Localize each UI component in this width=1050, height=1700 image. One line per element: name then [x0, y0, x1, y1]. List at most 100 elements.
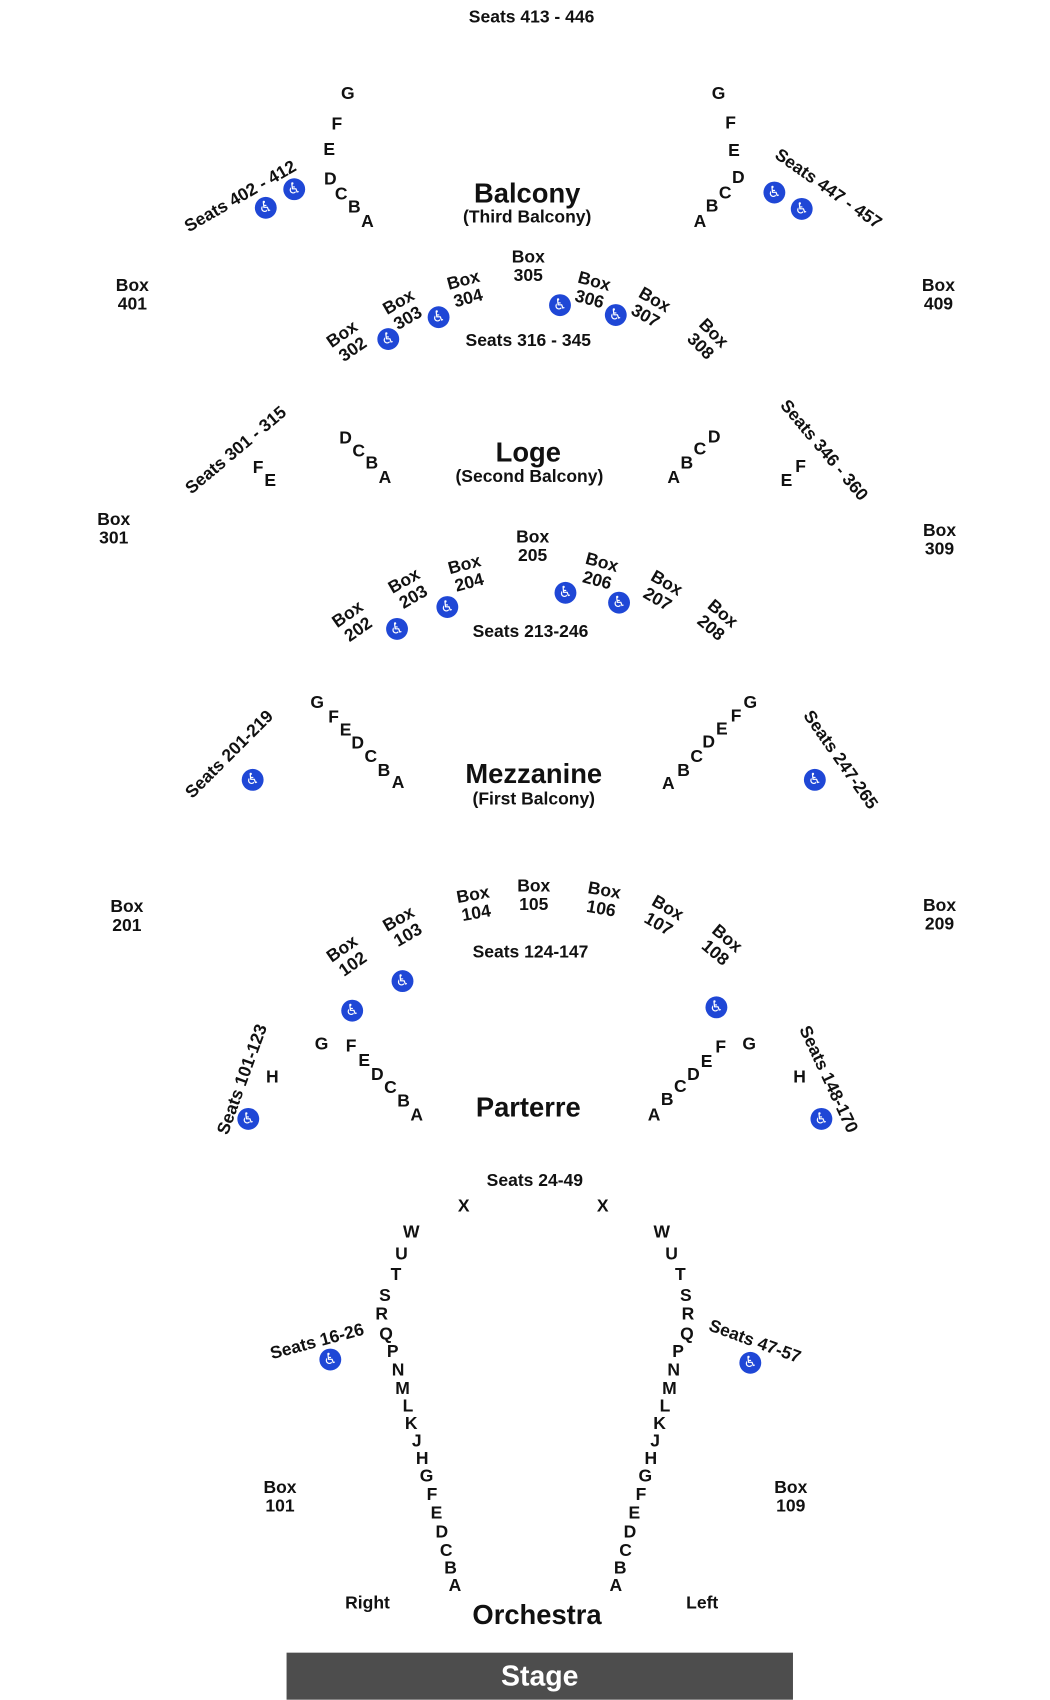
row-letter: R	[681, 1305, 695, 1324]
box-label[interactable]: Box 204	[446, 551, 486, 596]
row-letter: H	[644, 1449, 658, 1469]
row-letter: D	[687, 1065, 700, 1085]
box-label[interactable]: Box 302	[323, 317, 371, 366]
row-letter: E	[700, 1052, 713, 1072]
box-label[interactable]: Box 203	[385, 565, 432, 613]
wheelchair-icon: ♿	[241, 768, 264, 791]
row-letter: C	[718, 184, 732, 203]
box-label[interactable]: Box 105	[517, 877, 551, 915]
box-label[interactable]: Box 205	[516, 528, 550, 566]
row-letter: A	[667, 468, 681, 488]
row-letter: F	[795, 457, 806, 477]
row-letter: A	[609, 1576, 623, 1596]
row-letter: B	[444, 1559, 457, 1578]
section-title: Parterre	[475, 1092, 581, 1124]
box-label[interactable]: Box 209	[922, 896, 957, 935]
box-label[interactable]: Box 309	[922, 521, 957, 559]
side-label: Right	[345, 1594, 390, 1613]
box-label[interactable]: Box 101	[263, 1478, 297, 1516]
section-seats-label[interactable]: Seats 247-265	[799, 707, 881, 813]
row-letter: A	[693, 212, 707, 232]
row-letter: B	[348, 198, 361, 218]
box-label[interactable]: Box 106	[585, 878, 623, 922]
section-seats-label[interactable]: Seats 16-26	[268, 1320, 367, 1364]
section-seats-label[interactable]: Seats 213-246	[472, 622, 589, 642]
wheelchair-icon: ♿	[739, 1351, 762, 1374]
row-letter: F	[715, 1038, 727, 1058]
row-letter: G	[743, 693, 758, 713]
box-label[interactable]: Box 201	[110, 897, 144, 936]
box-label[interactable]: Box 308	[683, 315, 732, 364]
section-seats-label[interactable]: Seats 413 - 446	[468, 8, 595, 27]
box-label[interactable]: Box 301	[97, 510, 131, 548]
box-label[interactable]: Box 305	[511, 248, 545, 286]
row-letter: U	[395, 1245, 408, 1264]
row-letter: P	[386, 1342, 399, 1362]
box-label[interactable]: Box 102	[323, 932, 371, 981]
wheelchair-icon: ♿	[705, 996, 728, 1019]
box-label[interactable]: Box 207	[639, 567, 686, 616]
row-letter: E	[716, 720, 728, 739]
row-letter: S	[679, 1286, 692, 1306]
row-letter: F	[635, 1485, 647, 1505]
row-letter: F	[725, 114, 736, 133]
row-letter: B	[397, 1092, 410, 1111]
row-letter: H	[793, 1068, 806, 1087]
row-letter: H	[415, 1449, 429, 1469]
row-letter: G	[638, 1467, 653, 1486]
box-label[interactable]: Box 304	[445, 267, 485, 312]
box-label[interactable]: Box 409	[921, 276, 955, 314]
row-letter: C	[693, 440, 707, 459]
row-letter: P	[672, 1342, 684, 1362]
row-letter: B	[705, 197, 719, 217]
row-letter: C	[690, 747, 704, 767]
row-letter: F	[331, 115, 343, 134]
row-letter: A	[410, 1106, 424, 1125]
row-letter: G	[711, 84, 726, 104]
row-letter: D	[623, 1523, 637, 1542]
row-letter: E	[780, 471, 793, 491]
box-label[interactable]: Box 104	[455, 883, 493, 926]
row-letter: S	[379, 1286, 391, 1306]
section-title: Orchestra	[472, 1600, 602, 1631]
section-seats-label[interactable]: Seats 316 - 345	[465, 331, 592, 351]
box-label[interactable]: Box 307	[627, 284, 674, 332]
box-label[interactable]: Box 107	[640, 892, 687, 940]
wheelchair-icon: ♿	[810, 1107, 833, 1130]
row-letter: D	[435, 1523, 449, 1542]
row-letter: B	[677, 761, 690, 781]
box-label[interactable]: Box 202	[329, 597, 376, 646]
row-letter: Q	[680, 1325, 694, 1344]
row-letter: C	[334, 185, 348, 204]
box-label[interactable]: Box 401	[115, 276, 149, 314]
section-seats-label[interactable]: Seats 24-49	[486, 1171, 584, 1191]
wheelchair-icon: ♿	[549, 294, 571, 317]
wheelchair-icon: ♿	[386, 617, 408, 640]
row-letter: E	[323, 140, 336, 160]
section-seats-label[interactable]: Seats 201-219	[182, 707, 278, 803]
row-letter: E	[728, 141, 740, 161]
box-label[interactable]: Box 208	[693, 596, 742, 645]
wheelchair-icon: ♿	[319, 1348, 342, 1371]
wheelchair-icon: ♿	[790, 197, 813, 220]
wheelchair-icon: ♿	[377, 328, 400, 350]
row-letter: D	[351, 734, 364, 754]
box-label[interactable]: Box 306	[572, 268, 613, 313]
row-letter: X	[457, 1197, 470, 1216]
box-label[interactable]: Box 206	[580, 549, 621, 594]
row-letter: J	[650, 1432, 661, 1451]
box-label[interactable]: Box 109	[774, 1478, 808, 1516]
section-seats-label[interactable]: Seats 447 - 457	[771, 145, 885, 233]
row-letter: K	[653, 1414, 666, 1434]
section-seats-label[interactable]: Seats 402 - 412	[181, 157, 300, 237]
wheelchair-icon: ♿	[554, 581, 577, 604]
row-letter: G	[314, 1035, 329, 1054]
wheelchair-icon: ♿	[427, 306, 450, 329]
row-letter: B	[365, 454, 379, 474]
side-label: Left	[686, 1594, 719, 1613]
box-label[interactable]: Box 103	[379, 903, 426, 951]
section-seats-label[interactable]: Seats 124-147	[472, 943, 589, 962]
box-label[interactable]: Box 108	[697, 921, 746, 970]
row-letter: D	[371, 1065, 384, 1085]
